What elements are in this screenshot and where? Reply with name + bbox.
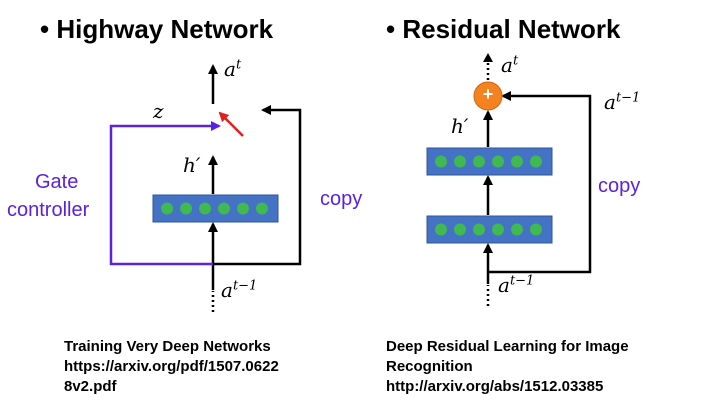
residual-ref-title: Deep Residual Learning for Image bbox=[386, 338, 629, 355]
residual-skip-label: at−1 bbox=[604, 90, 641, 114]
highway-node bbox=[199, 202, 211, 215]
residual-node bbox=[454, 223, 466, 236]
highway-node bbox=[237, 202, 249, 215]
residual-title: • Residual Network bbox=[386, 14, 621, 44]
gate-label-line2: controller bbox=[7, 199, 90, 221]
highway-h-label: h′ bbox=[183, 153, 201, 177]
highway-ref-link-cont[interactable]: 8v2.pdf bbox=[64, 378, 117, 395]
highway-switch bbox=[218, 111, 244, 137]
residual-copy-path bbox=[488, 91, 592, 274]
residual-copy-label: copy bbox=[598, 175, 641, 197]
highway-gate-path bbox=[109, 121, 221, 266]
residual-node bbox=[435, 223, 447, 236]
residual-node bbox=[511, 223, 523, 236]
highway-output-label: at bbox=[224, 57, 242, 81]
highway-node bbox=[180, 202, 192, 215]
highway-node bbox=[256, 202, 268, 215]
residual-ref-title-cont: Recognition bbox=[386, 358, 473, 375]
highway-layer-nodes bbox=[161, 202, 268, 215]
residual-output-arrowhead bbox=[483, 53, 493, 62]
residual-add-node bbox=[473, 81, 503, 111]
highway-node bbox=[161, 202, 173, 215]
residual-diagram bbox=[426, 53, 592, 306]
highway-z-label: z bbox=[153, 99, 164, 123]
highway-copy-path bbox=[213, 105, 302, 266]
residual-node bbox=[530, 155, 542, 168]
highway-node bbox=[218, 202, 230, 215]
highway-reference: Training Very Deep Networks https://arxi… bbox=[64, 337, 364, 397]
residual-node bbox=[435, 155, 447, 168]
plus-icon: + bbox=[482, 84, 494, 104]
residual-upper-nodes bbox=[435, 155, 542, 168]
gate-label-line1: Gate bbox=[35, 171, 79, 193]
residual-node bbox=[473, 223, 485, 236]
residual-node bbox=[454, 155, 466, 168]
residual-node bbox=[492, 155, 504, 168]
highway-copy-label: copy bbox=[320, 188, 363, 210]
residual-input-label: at−1 bbox=[498, 273, 535, 297]
residual-node bbox=[530, 223, 542, 236]
residual-lower-nodes bbox=[435, 223, 542, 236]
highway-ref-link[interactable]: https://arxiv.org/pdf/1507.0622 bbox=[64, 358, 279, 375]
residual-reference: Deep Residual Learning for Image Recogni… bbox=[386, 337, 706, 397]
residual-node bbox=[492, 223, 504, 236]
highway-diagram bbox=[109, 64, 302, 312]
residual-ref-link[interactable]: http://arxiv.org/abs/1512.03385 bbox=[386, 378, 604, 395]
highway-title: • Highway Network bbox=[40, 14, 274, 44]
residual-node bbox=[511, 155, 523, 168]
highway-ref-title: Training Very Deep Networks bbox=[64, 338, 271, 355]
residual-h-label: h′ bbox=[451, 114, 469, 138]
residual-output-label: at bbox=[501, 53, 519, 77]
highway-input-label: at−1 bbox=[221, 278, 258, 302]
residual-node bbox=[473, 155, 485, 168]
